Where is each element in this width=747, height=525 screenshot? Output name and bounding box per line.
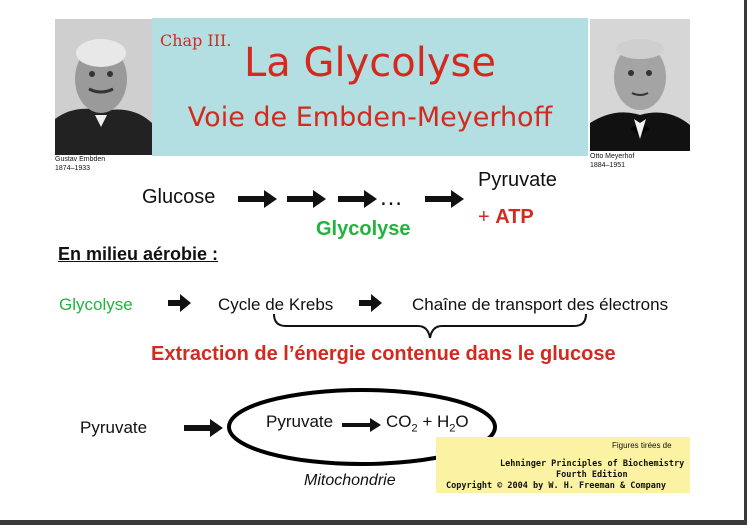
co2-text: CO bbox=[386, 412, 412, 431]
pyruvate-inside: Pyruvate bbox=[266, 412, 334, 431]
credit-source-label: Figures tirées de bbox=[612, 441, 672, 450]
caption-meyerhof-years: 1884–1951 bbox=[590, 161, 626, 169]
products-formula: CO2 + H2O bbox=[386, 412, 469, 434]
portrait-embden bbox=[55, 19, 152, 155]
caption-embden: Gustav Embden 1874–1933 bbox=[55, 156, 105, 173]
credit-edition: Fourth Edition bbox=[556, 470, 628, 480]
glycolyse-pathway-label: Glycolyse bbox=[316, 218, 411, 240]
caption-meyerhof: Otto Meyerhof 1884–1951 bbox=[590, 153, 634, 170]
o-text: O bbox=[455, 412, 469, 431]
aerobic-step-glycolyse: Glycolyse bbox=[59, 295, 133, 314]
aerobic-step-krebs: Cycle de Krebs bbox=[218, 295, 334, 314]
atp-line: + ATP bbox=[478, 206, 534, 229]
caption-meyerhof-name: Otto Meyerhof bbox=[590, 153, 635, 160]
aerobic-heading: En milieu aérobie : bbox=[58, 244, 219, 264]
plus-h-text: + H bbox=[422, 412, 450, 431]
glucose-label: Glucose bbox=[142, 186, 216, 208]
bracket bbox=[273, 313, 587, 339]
ellipsis: … bbox=[379, 184, 403, 211]
slide-subtitle: Voie de Embden-Meyerhoff bbox=[187, 102, 553, 133]
arrow-right-icon bbox=[168, 294, 191, 312]
credit-book-title: Lehninger Principles of Biochemistry bbox=[500, 459, 685, 469]
arrow-right-icon bbox=[359, 294, 382, 312]
chapter-label: Chap III. bbox=[160, 31, 232, 50]
credit-copyright: Copyright © 2004 by W. H. Freeman & Comp… bbox=[446, 481, 667, 491]
arrow-right-icon bbox=[287, 190, 326, 208]
caption-embden-name: Gustav Embden bbox=[55, 156, 106, 163]
arrow-right-icon bbox=[342, 418, 381, 432]
portrait-meyerhof bbox=[590, 19, 690, 151]
atp-label: ATP bbox=[495, 206, 534, 228]
plus-sign: + bbox=[478, 206, 490, 228]
mitochondrie-label: Mitochondrie bbox=[304, 472, 396, 489]
co2-subscript: 2 bbox=[411, 422, 418, 435]
title-band bbox=[152, 18, 588, 156]
arrow-right-icon bbox=[238, 190, 277, 208]
arrow-right-icon bbox=[338, 190, 377, 208]
arrow-right-icon bbox=[425, 190, 464, 208]
mitochondria-outline bbox=[227, 388, 497, 466]
h2o-subscript: 2 bbox=[449, 422, 456, 435]
extraction-text: Extraction de l’énergie contenue dans le… bbox=[151, 343, 616, 365]
credit-box bbox=[436, 437, 690, 493]
slide-title: La Glycolyse bbox=[244, 40, 496, 86]
caption-embden-years: 1874–1933 bbox=[55, 164, 91, 172]
aerobic-step-electron-transport: Chaîne de transport des électrons bbox=[412, 295, 669, 314]
arrow-right-icon bbox=[184, 419, 223, 437]
pyruvate-outside: Pyruvate bbox=[80, 418, 148, 437]
pyruvate-label: Pyruvate bbox=[478, 169, 557, 191]
